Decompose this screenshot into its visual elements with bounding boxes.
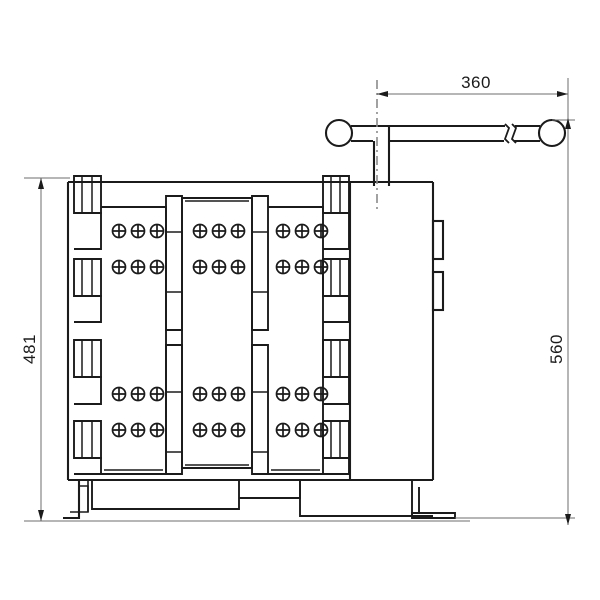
pole-centre-panel-inner xyxy=(185,200,249,466)
terminal-row-4 xyxy=(111,422,329,438)
right-rail-box-4-lower xyxy=(323,457,350,475)
dimension-360-label: 360 xyxy=(461,73,491,92)
left-rail-box-1-slots xyxy=(81,176,93,213)
base-step xyxy=(299,480,433,517)
divider-1-lower-slots xyxy=(166,391,182,453)
left-rail-box-1-lower xyxy=(74,212,102,250)
side-tab-lower xyxy=(431,270,445,312)
base-block-left xyxy=(91,479,240,510)
terminal-row-2 xyxy=(111,259,329,275)
right-rail-box-1-lower xyxy=(323,212,350,250)
right-rail-box-4-slots xyxy=(330,421,341,458)
right-rail-box-3-lower xyxy=(323,376,350,405)
dimension-560-label: 560 xyxy=(547,334,566,364)
construction-lines xyxy=(24,78,575,522)
right-rail-box-1-slots xyxy=(330,176,341,213)
divider-2-lower-slots xyxy=(252,391,268,453)
dimension-560-arrow-bottom xyxy=(565,514,571,525)
divider-1-upper-slots xyxy=(166,231,182,293)
left-foot-bracket xyxy=(63,478,81,520)
pole-right-panel xyxy=(268,206,324,475)
dimension-481-arrow-bottom xyxy=(38,510,44,521)
side-tabs xyxy=(431,219,445,312)
pole-left-panel xyxy=(101,206,167,475)
dimension-360-arrow-left xyxy=(377,91,388,97)
pole-centre-panel xyxy=(181,197,253,469)
left-rail-box-2-slots xyxy=(81,259,93,296)
right-rail-box-2-slots xyxy=(330,259,341,296)
pole-face-panels xyxy=(101,197,324,475)
terminal-row-1 xyxy=(111,223,329,239)
dimension-560-arrow-top xyxy=(565,118,571,129)
dimension-360-arrow-right xyxy=(557,91,568,97)
break-symbol-left xyxy=(503,123,511,144)
dimension-481-label: 481 xyxy=(20,334,39,364)
right-rail-box-2-lower xyxy=(323,295,350,323)
dimension-481: 481 xyxy=(20,178,44,521)
dimension-360: 360 xyxy=(377,73,568,97)
left-rail-box-4-slots xyxy=(81,421,93,458)
divider-2-upper-slots xyxy=(252,231,268,293)
right-terminal-rail xyxy=(322,175,350,475)
left-rail-box-4-lower xyxy=(74,457,102,475)
left-knob-icon xyxy=(324,118,354,148)
break-symbol-right xyxy=(510,123,518,144)
right-foot-riser xyxy=(411,480,420,516)
terminal-screws xyxy=(111,223,329,438)
left-terminal-rail xyxy=(73,175,102,475)
right-rail-box-3-slots xyxy=(330,340,341,377)
left-rail-box-2-lower xyxy=(74,295,102,323)
dimension-481-arrow-top xyxy=(38,178,44,189)
left-rail-box-3-slots xyxy=(81,340,93,377)
mounting-base xyxy=(63,478,456,520)
dimension-560: 560 xyxy=(547,118,571,525)
left-rail-box-3-lower xyxy=(74,376,102,405)
terminal-row-3 xyxy=(111,386,329,402)
side-tab-upper xyxy=(431,219,445,261)
